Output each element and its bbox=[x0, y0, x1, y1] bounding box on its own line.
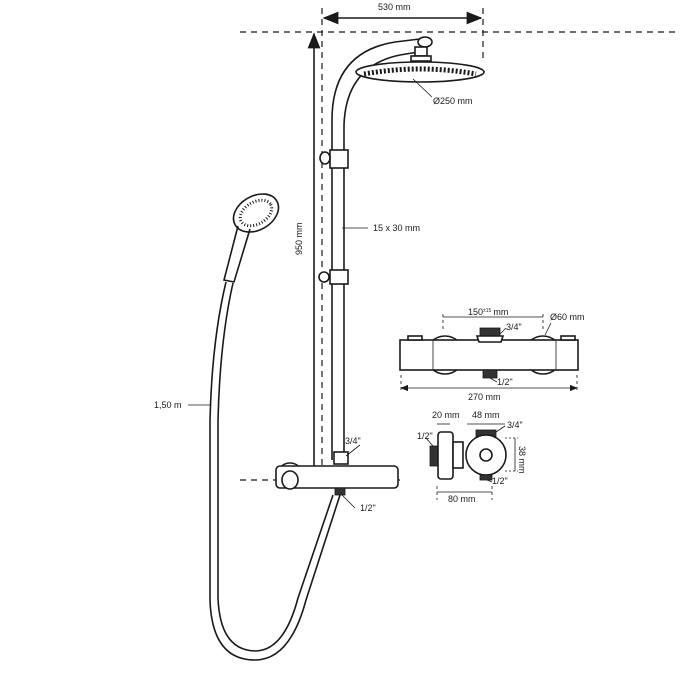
shower-rail: Ø250 mm 15 x 30 mm 3/4" bbox=[318, 36, 485, 465]
rail-section-label: 15 x 30 mm bbox=[373, 223, 420, 233]
slider bbox=[329, 269, 349, 285]
height-label: 950 mm bbox=[294, 222, 304, 255]
head-diameter-label: Ø250 mm bbox=[433, 96, 473, 106]
height-dimension: 950 mm bbox=[294, 32, 321, 478]
wall-bracket bbox=[329, 149, 349, 169]
thermostat-main: 1/2" bbox=[275, 462, 399, 513]
arm-projection-dimension: 530 mm bbox=[322, 2, 483, 25]
knob-diameter-label: Ø60 mm bbox=[550, 312, 585, 322]
body-label: 48 mm bbox=[472, 410, 500, 420]
front-inlet-label: 3/4" bbox=[506, 322, 522, 332]
side-height-label: 38 mm bbox=[517, 446, 527, 474]
depth-label: 80 mm bbox=[448, 494, 476, 504]
overhead-shower-head bbox=[355, 61, 485, 83]
thermostat-side-view: 20 mm 48 mm 1/2" 3/4" 38 mm 1/2" 80 mm bbox=[417, 410, 527, 504]
flange-label: 20 mm bbox=[432, 410, 460, 420]
front-outlet-label: 1/2" bbox=[497, 377, 513, 387]
side-top-inlet-label: 3/4" bbox=[507, 420, 523, 430]
hand-shower: 1,50 m bbox=[154, 193, 341, 661]
hose-length-label: 1,50 m bbox=[154, 400, 182, 410]
width-label: 270 mm bbox=[468, 392, 501, 402]
arm-projection-label: 530 mm bbox=[378, 2, 411, 12]
bottom-outlet-label: 1/2" bbox=[360, 503, 376, 513]
side-outlet-label: 1/2" bbox=[492, 476, 508, 486]
side-inlet-label: 3/4" bbox=[345, 436, 361, 446]
side-left-inlet-label: 1/2" bbox=[417, 431, 433, 441]
